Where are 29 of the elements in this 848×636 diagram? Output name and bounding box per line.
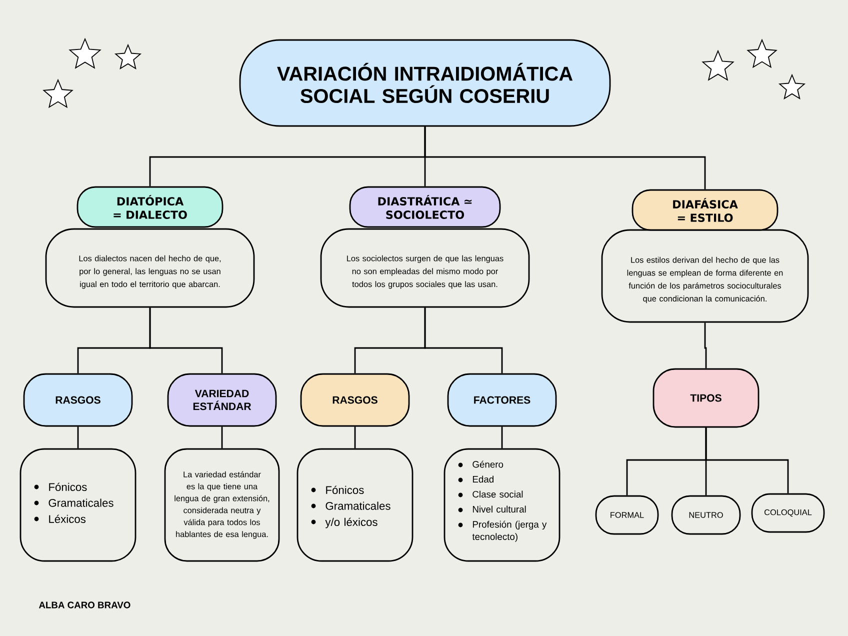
concept-box: TIPOS xyxy=(652,368,760,428)
connector-line xyxy=(704,322,707,368)
concept-box: FACTORES xyxy=(447,373,557,427)
title-box: VARIACIÓN INTRAIDIOMÁTICA SOCIAL SEGÚN COSERIU xyxy=(239,39,611,127)
connector-line xyxy=(354,426,356,448)
concept-card: DIATÓPICA = DIALECTO Los dialectos nacen del hecho de que, por lo general, las lenguas no se usan igual en todo el territorio que abarcan. xyxy=(45,186,255,308)
author-name: ALBA CARO BRAVO xyxy=(38,602,130,608)
list-box: Fónicos Gramaticales Léxicos xyxy=(20,448,136,562)
concept-box: RASGOS xyxy=(300,373,410,427)
list-box: Fónicos Gramaticales y/o léxicos xyxy=(296,448,414,562)
connector-line xyxy=(77,426,79,448)
concept-box: RASGOS xyxy=(23,373,133,427)
node-label: DIASTRÁTICA ≃ SOCIOLECTO xyxy=(378,195,472,219)
connector-line xyxy=(149,308,223,374)
type-box: NEUTRO xyxy=(671,495,741,535)
list-box: Género Edad Clase social Nivel cultural Profesión (jerga y tecnolecto) xyxy=(444,448,560,562)
connector-line xyxy=(705,428,789,494)
connector-line xyxy=(501,426,503,448)
text-box: La variedad estándar es la que tiene una lengua de gran extensión, considerada neutra y válida para todos los hablantes de esa lengua. xyxy=(164,448,280,562)
connector-line xyxy=(221,426,223,448)
node-label: DIAFÁSICA = ESTILO xyxy=(673,198,738,222)
connector-line xyxy=(424,126,706,190)
concept-card: DIASTRÁTICA ≃ SOCIOLECTO Los sociolectos surgen de que las lenguas no son empleadas del mismo modo por todos los grupos sociales que las usan. xyxy=(320,186,530,308)
type-box: COLOQUIAL xyxy=(751,493,825,533)
connector-line xyxy=(424,308,503,374)
concept-card: DIAFÁSICA = ESTILO Los estilos derivan del hecho de que las lenguas se emplean de forma diferente en función de los parámetros socioculturales que condicionan la comunicación. xyxy=(601,189,809,323)
type-box: FORMAL xyxy=(595,495,659,535)
concept-box: VARIEDAD ESTÁNDAR xyxy=(167,373,277,427)
node-label: DIATÓPICA = DIALECTO xyxy=(114,195,187,219)
